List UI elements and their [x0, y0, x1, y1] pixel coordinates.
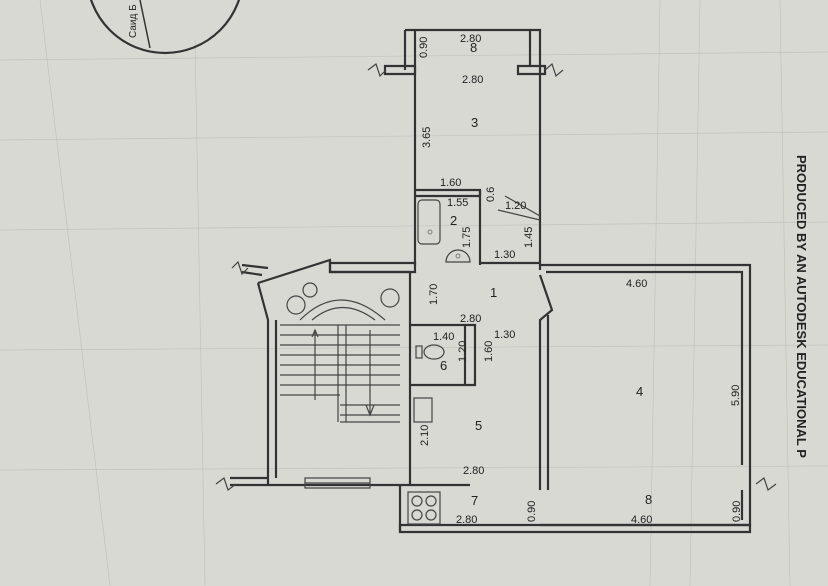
room-2-label: 2 [450, 213, 457, 228]
dim-wc-h: 1.20 [457, 341, 469, 362]
dim-wc-w: 1.40 [433, 331, 454, 343]
stairs [280, 282, 400, 423]
kitchen-sink-icon [413, 397, 433, 423]
bathtub-icon [417, 199, 441, 245]
dim-r8-w: 4.60 [631, 514, 652, 526]
street-stamp-text: Саид Б [128, 4, 139, 38]
dim-r7-w: 2.80 [456, 514, 477, 526]
dim-hall-h: 1.70 [428, 284, 440, 305]
dim-r5-h: 2.10 [419, 425, 431, 446]
dim-r3-height: 3.65 [421, 127, 433, 148]
dim-r2-d1: 0.6 [485, 187, 497, 202]
walls [230, 28, 752, 534]
street-stamp: Саид Б [89, 0, 241, 55]
wall-break-marks [215, 62, 777, 491]
dim-r3-width: 2.80 [462, 74, 483, 86]
room-4-label: 4 [636, 384, 643, 399]
room-6-label: 6 [440, 358, 447, 373]
fixtures [407, 199, 471, 525]
room-8-top-label: 8 [470, 40, 477, 55]
room-1-label: 1 [490, 285, 497, 300]
room-labels: 8 3 2 1 4 6 5 7 8 [440, 40, 652, 508]
dim-r8-d: 0.90 [731, 501, 743, 522]
dim-r2-d2: 1.20 [505, 200, 526, 212]
dim-r2-w3: 1.30 [494, 249, 515, 261]
dim-r4-h: 5.90 [730, 385, 742, 406]
dim-r5-w: 2.80 [463, 465, 484, 477]
dimension-labels: 2.80 0.90 2.80 3.65 1.60 1.55 0.6 1.20 1… [418, 33, 743, 526]
dim-r2-h2: 1.45 [523, 227, 535, 248]
dim-r4-w: 4.60 [626, 278, 647, 290]
watermark-text: PRODUCED BY AN AUTODESK EDUCATIONAL P [794, 155, 809, 458]
room-7-label: 7 [471, 493, 478, 508]
dim-r2-h: 1.75 [461, 227, 473, 248]
room-8-label: 8 [645, 492, 652, 507]
dim-top-width: 2.80 [460, 33, 481, 45]
dim-top-depth: 0.90 [418, 37, 430, 58]
room-5-label: 5 [475, 418, 482, 433]
dim-r2-w1: 1.60 [440, 177, 461, 189]
dim-r2-w2: 1.55 [447, 197, 468, 209]
dim-hall-w2: 1.30 [494, 329, 515, 341]
room-3-label: 3 [471, 115, 478, 130]
dim-r7-d: 0.90 [526, 501, 538, 522]
stove-icon [407, 491, 441, 525]
dim-hall-w: 2.80 [460, 313, 481, 325]
dim-wc-h2: 1.60 [483, 341, 495, 362]
toilet-icon [423, 344, 445, 360]
sink-icon [445, 249, 471, 263]
